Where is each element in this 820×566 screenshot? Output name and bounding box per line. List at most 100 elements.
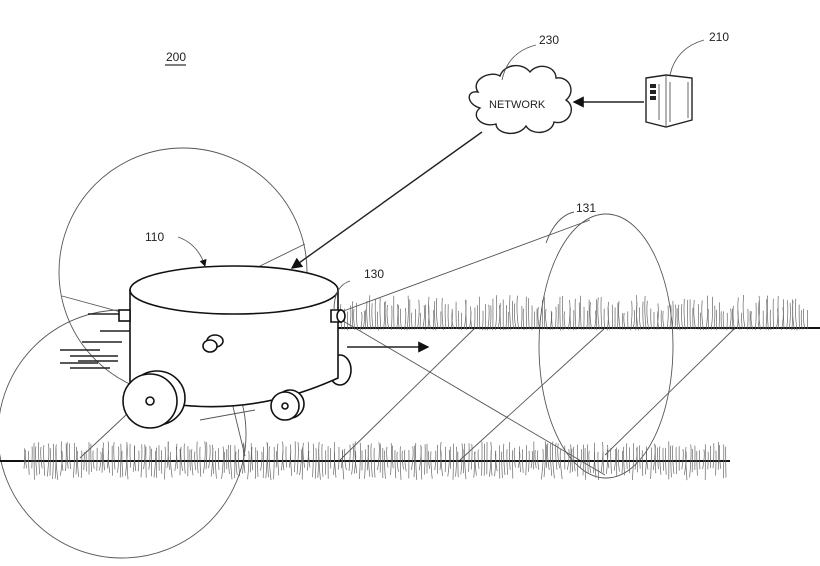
grass-blade (24, 450, 27, 469)
grass-blade (758, 300, 761, 330)
grass-blade (235, 451, 238, 476)
grass-blade (92, 450, 95, 469)
grass-blade (650, 308, 652, 330)
grass-blade (652, 443, 656, 471)
grass-blade (374, 299, 377, 330)
grass-blade (509, 295, 512, 330)
grass-blade (60, 450, 63, 476)
grass-blade (447, 304, 449, 329)
grass-blade (290, 451, 293, 476)
server-slot (650, 96, 656, 100)
grass-blade (90, 443, 92, 472)
grass-blade (769, 309, 772, 330)
grass-blade (386, 304, 390, 329)
grass-blade (597, 297, 600, 330)
grass-blade (23, 448, 26, 469)
grass-blade (126, 444, 129, 480)
grass-blade (788, 302, 791, 330)
grass-blade (353, 450, 357, 474)
grass-blade (194, 451, 196, 471)
grass-blade (589, 301, 592, 330)
grass-blade (742, 294, 746, 329)
grass-blade (477, 449, 480, 469)
grass-blade (119, 443, 122, 478)
grass-blade (623, 312, 626, 330)
grass-blade (559, 449, 563, 480)
grass-blade (528, 298, 530, 330)
grass-blade (348, 444, 351, 471)
grass-blade (247, 450, 250, 480)
grass-blade (632, 309, 635, 329)
grass-blade (101, 448, 103, 473)
grass-blade (237, 449, 241, 477)
grass-blade (75, 446, 78, 475)
server-slot (650, 84, 656, 88)
grass-blade (630, 300, 633, 331)
grass-blade (396, 451, 399, 472)
grass-blade (613, 449, 617, 471)
grass-blade (713, 305, 716, 330)
grass-blade (487, 304, 490, 331)
leader-110 (177, 236, 207, 267)
grass-blade (277, 443, 280, 476)
grass-blade (379, 297, 382, 330)
beam-line (257, 243, 306, 268)
grass-blade (685, 447, 688, 481)
grass-blade (557, 304, 559, 330)
grass-blade (296, 442, 299, 475)
grass-blade (214, 450, 217, 479)
grass-blade (47, 443, 50, 477)
grass-blade (417, 299, 420, 330)
grass-blade (434, 450, 437, 471)
grass-blade (710, 296, 714, 330)
grass-blade (681, 304, 683, 330)
grass-blade (349, 305, 352, 330)
grass-blade (618, 301, 621, 330)
grass-blade (260, 451, 263, 471)
grass-blade (396, 304, 399, 330)
grass-blade (573, 446, 576, 472)
grass-blade (52, 443, 54, 480)
grass-blade (495, 295, 498, 330)
grass-blade (242, 442, 246, 473)
wheel-hub (145, 396, 155, 406)
grass-blade (359, 442, 361, 480)
grass-blade (180, 446, 183, 472)
grass-blade (569, 444, 572, 474)
grass-blade (394, 450, 397, 479)
grass-blade (199, 446, 202, 477)
grass-blade (672, 445, 675, 474)
grass-blade (321, 443, 324, 477)
grass-blade (351, 443, 354, 475)
grass-blade (729, 308, 732, 330)
grass-blade (107, 451, 111, 473)
grass-blade (344, 448, 347, 471)
grass-blade (786, 300, 789, 330)
grass-blade (603, 308, 605, 329)
grass-blade (549, 310, 552, 331)
grass-blade (750, 311, 754, 330)
grass-blade (594, 442, 597, 478)
grass-blade (582, 444, 585, 476)
grass-blade (35, 446, 38, 476)
grass-blade (722, 311, 725, 330)
grass-blade (765, 299, 768, 330)
grass-blade (249, 443, 252, 473)
grass-blade (117, 446, 120, 473)
beam-line (339, 327, 476, 461)
grass-blade (333, 442, 337, 478)
grass-blade (138, 450, 140, 472)
grass-blade (795, 298, 798, 331)
grass-blade (610, 447, 612, 474)
grass-blade (571, 448, 573, 472)
grass-blade (696, 450, 698, 476)
grass-blade (644, 295, 647, 330)
grass-blade (312, 443, 314, 478)
grass-blade (354, 441, 358, 474)
sensor-field-ellipse-131 (538, 213, 674, 479)
grass-blade (755, 302, 757, 330)
grass-blade (501, 451, 503, 479)
beam-line (79, 414, 127, 459)
grass-blade (482, 310, 484, 331)
